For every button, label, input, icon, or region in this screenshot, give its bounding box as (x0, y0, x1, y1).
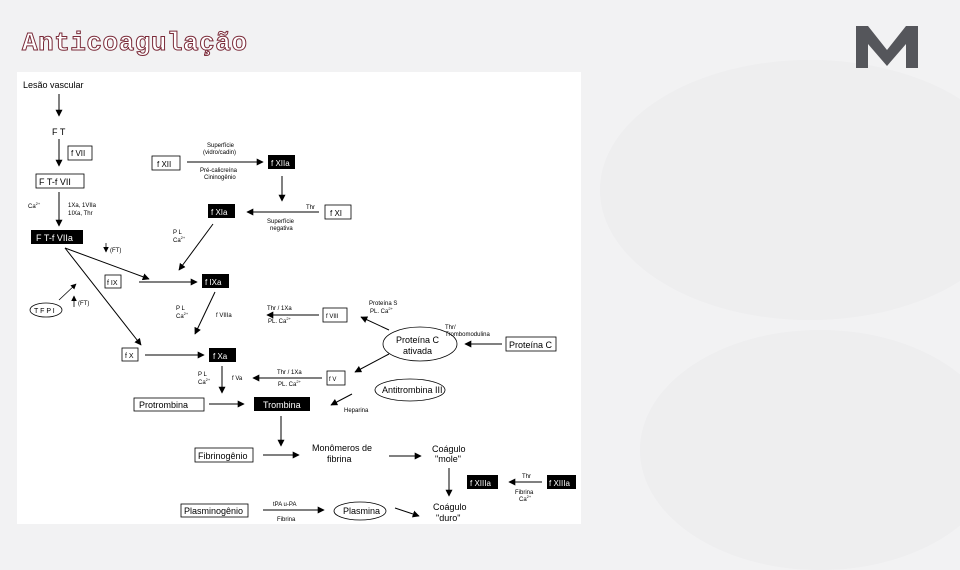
tpa-label: tPA u-PA (273, 502, 296, 508)
plca-label-1: PL. Ca2+ (268, 316, 292, 325)
superficie-negativa-label-2: negativa (270, 226, 293, 232)
thr-1xa-label-2: Thr / 1Xa (277, 370, 302, 376)
fx-label: f X (125, 353, 134, 360)
fxi-label: f XI (330, 209, 342, 218)
fxiia-box (268, 155, 295, 169)
lesao-label: Lesão vascular (23, 80, 84, 90)
ca1-label: Ca2+ (28, 201, 41, 210)
proteina-s-label: Proteína S (369, 301, 397, 307)
fviii-box (322, 307, 348, 323)
coagulo-mole-label-1: Coágulo (432, 444, 466, 454)
plasminogenio-label: Plasminogênio (184, 506, 243, 516)
protrombina-box (133, 397, 205, 412)
background-shape (640, 330, 960, 570)
pl-label-2: P L (176, 306, 186, 312)
proteina-c-ativada-label-1: Proteína C (396, 335, 440, 345)
plca-ps-label: PL. Ca2+ (370, 306, 394, 315)
tfpi-label: T F P I (34, 308, 55, 315)
fviiia-label: f VIIIa (216, 313, 232, 319)
superficie-negativa-label-1: Superfície (267, 219, 295, 225)
fxii-box (151, 155, 181, 171)
fxi-box (324, 204, 352, 220)
background-shape (600, 60, 960, 320)
slide-title: Anticoagulação (21, 28, 248, 59)
fx-box (121, 347, 139, 362)
plasminogenio-box (180, 503, 249, 518)
fvii-box (67, 145, 93, 161)
proteina-c-ativada-ellipse (382, 326, 458, 362)
protrombina-label: Protrombina (139, 400, 188, 410)
fxia-label: f XIa (211, 208, 228, 217)
fxa-label: f Xa (213, 352, 228, 361)
fxii-label: f XII (157, 160, 171, 169)
coagulation-diagram: Lesão vascular F T f VII F T-f VII Ca2+ … (17, 72, 581, 524)
pl-label-1: P L (173, 230, 183, 236)
coagulo-duro-label-1: Coágulo (433, 502, 467, 512)
fxiiia-box (547, 475, 576, 489)
fibrina-ca-label-2: Ca2+ (519, 494, 532, 503)
ixa-thr-label: 1IXa, Thr (68, 211, 93, 217)
thr-tm-label-1: Thr/ (445, 325, 456, 331)
thr-label-1: Thr (306, 205, 315, 211)
monomeros-label-2: fibrina (327, 454, 352, 464)
proteina-c-ativada-label-2: ativada (403, 346, 432, 356)
xa-viia-label: 1Xa, 1VIIa (68, 203, 97, 209)
ft-fviia-box (31, 230, 83, 244)
trombina-box (254, 397, 310, 411)
vidro-label: (vidro/cadin) (203, 150, 236, 156)
thr-tm-label-2: Trombomodulina (445, 332, 490, 338)
fibrinogenio-box (194, 447, 254, 463)
fixa-label: f IXa (205, 278, 222, 287)
m-logo-icon (856, 26, 918, 68)
trombina-label: Trombina (263, 400, 301, 410)
fxia-box (208, 204, 235, 218)
thr-label-2: Thr (522, 474, 531, 480)
fxa-box (209, 348, 236, 362)
ca3-label: Ca2+ (176, 311, 189, 320)
fvii-label: f VII (71, 149, 85, 158)
thr-1xa-label-1: Thr / 1Xa (267, 306, 292, 312)
fibrinogenio-label: Fibrinogênio (198, 451, 248, 461)
fixa-box (202, 274, 229, 288)
plasmina-ellipse (333, 501, 387, 521)
ft-fvii-label: F T-f VII (39, 177, 71, 187)
ca2-label: Ca2+ (173, 235, 186, 244)
monomeros-label-1: Monômeros de (312, 443, 372, 453)
plca-label-2: PL. Ca2+ (278, 379, 302, 388)
superficie-label: Superfície (207, 143, 235, 149)
proteina-c-label: Proteína C (509, 340, 553, 350)
tfpi-ellipse (29, 302, 63, 318)
fva-label: f Va (232, 376, 243, 382)
plasmina-label: Plasmina (343, 506, 380, 516)
ft-label: F T (52, 127, 66, 137)
fxiiia-label-active: f XIIIa (470, 479, 491, 488)
fibrina-label: Fibrina (277, 517, 296, 523)
ft-inhibit-label-1: (FT) (110, 248, 121, 254)
ft-fvii-box (35, 173, 85, 189)
precalicreina-label: Pré-calicreína (200, 168, 238, 174)
fibrina-ca-label-1: Fibrina (515, 490, 534, 496)
heparina-label: Heparina (344, 408, 369, 414)
pl-label-3: P L (198, 372, 208, 378)
fix-box (104, 274, 122, 289)
antitrombina-label: Antitrombina III (382, 385, 443, 395)
ft-inhibit-label-2: (FT) (78, 301, 89, 307)
ft-fviia-label: F T-f VIIa (36, 233, 73, 243)
fviii-label: f VIII (326, 314, 339, 320)
coagulo-duro-label-2: "duro" (436, 513, 460, 523)
fv-label: f V (329, 377, 336, 383)
fix-label: f IX (107, 280, 118, 287)
antitrombina-ellipse (374, 378, 446, 402)
proteina-c-box (505, 336, 557, 352)
cininogenio-label: Cininogênio (204, 175, 236, 181)
diagram-svg: Lesão vascular F T f VII F T-f VII Ca2+ … (23, 80, 576, 523)
coagulo-mole-label-2: "mole" (435, 454, 461, 464)
fxiiia-label: f XIIIa (549, 479, 570, 488)
fv-box (326, 370, 346, 386)
fxiiia-box-active (467, 475, 498, 489)
fxiia-label: f XIIa (271, 159, 290, 168)
ca4-label: Ca2+ (198, 377, 211, 386)
